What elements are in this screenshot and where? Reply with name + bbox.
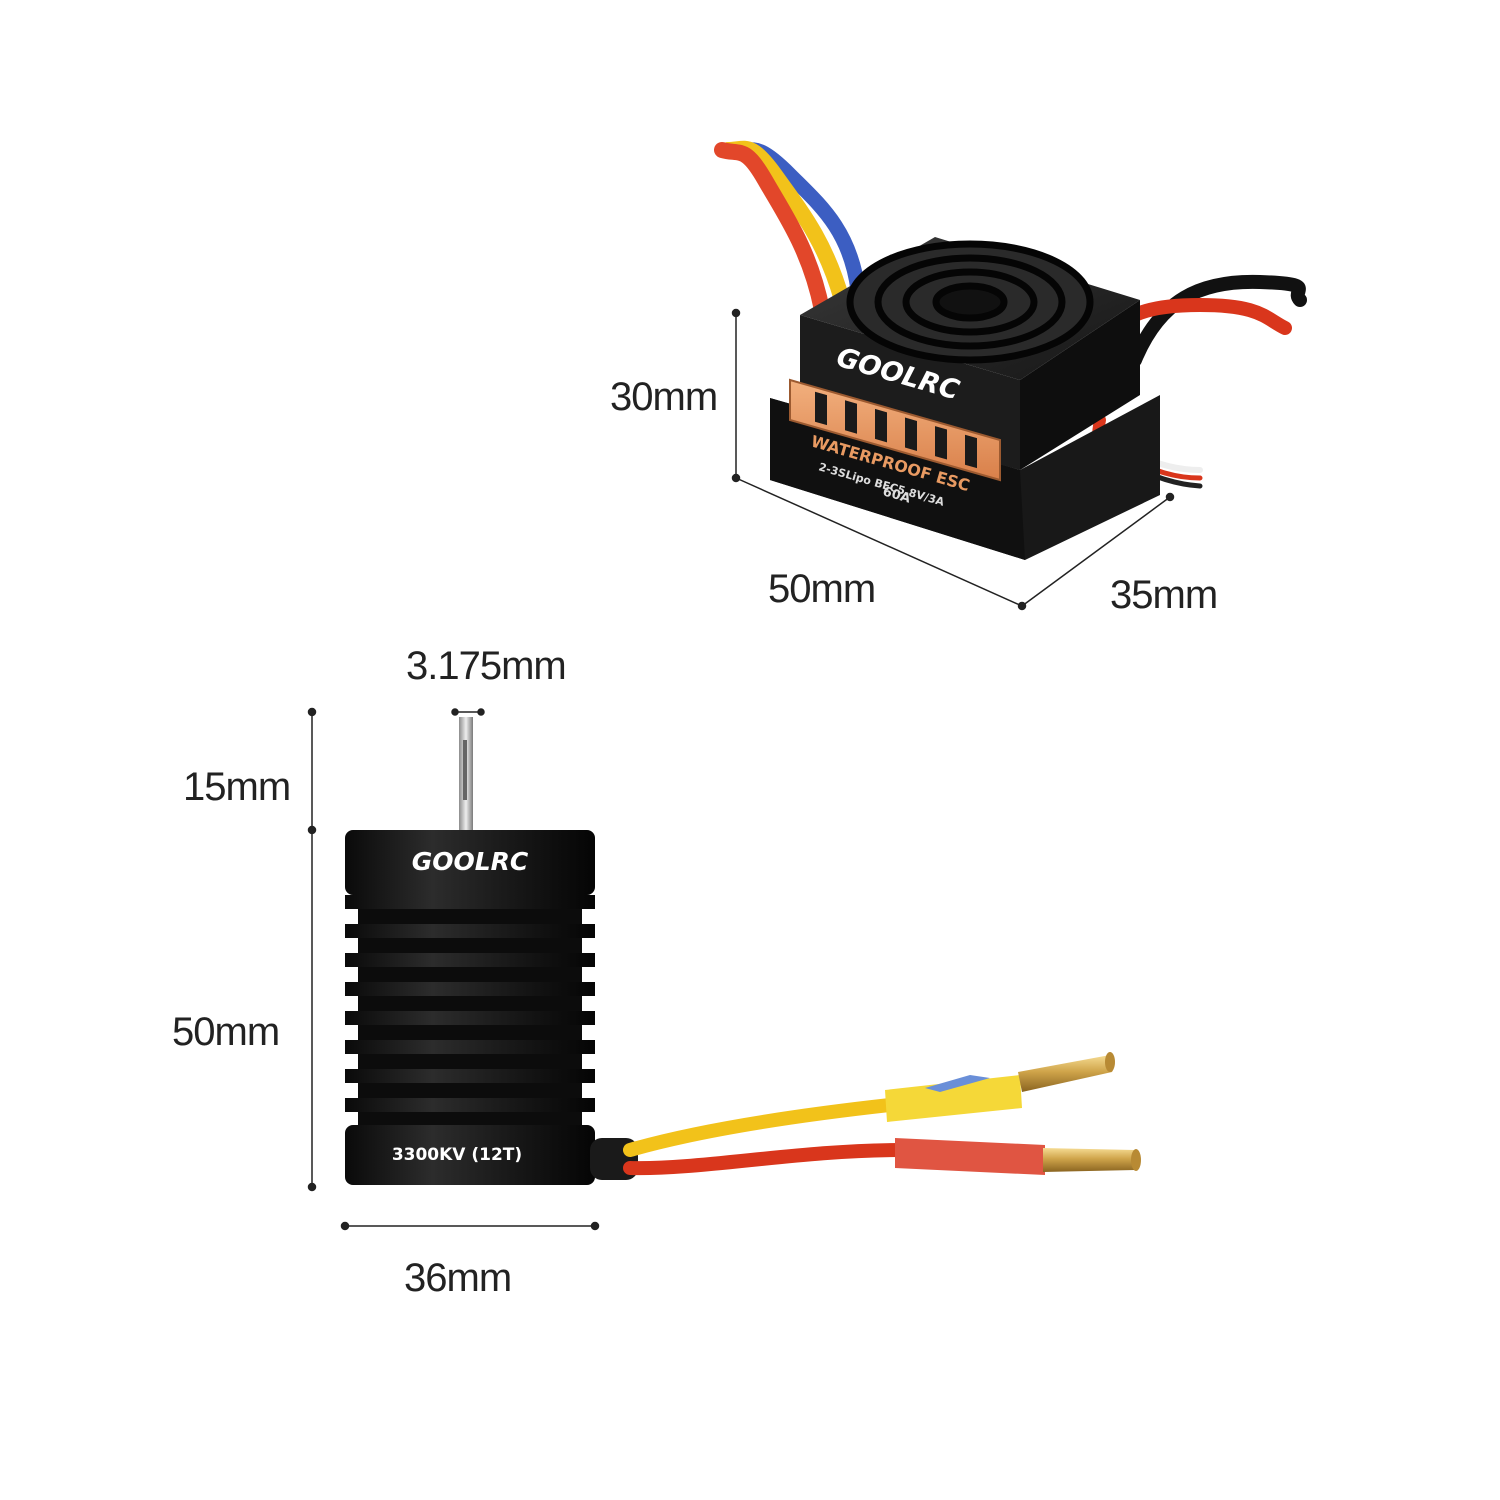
esc-unit: GOOLRC WATERPROOF ESC 2-3SLipo BEC5.8V/3…: [714, 140, 1307, 560]
yellow-sleeve: [885, 1075, 1022, 1122]
fan-icon: [846, 240, 1094, 364]
esc-length-label: 50mm: [768, 567, 876, 611]
motor-rating: 3300KV (12T): [392, 1145, 522, 1165]
motor-diameter-label: 36mm: [404, 1256, 512, 1300]
esc-height-label: 30mm: [610, 375, 718, 419]
shaft-length-label: 15mm: [183, 765, 291, 809]
esc-heatsink: [789, 378, 1001, 482]
red-sleeve: [895, 1138, 1045, 1175]
esc-width-label: 35mm: [1110, 573, 1218, 617]
esc-dimension-lines: [731, 308, 1175, 611]
motor-brand: GOOLRC: [412, 847, 529, 876]
motor-end-cap: [345, 830, 595, 895]
bullet-connector-red: [1043, 1148, 1141, 1172]
motor-unit: GOOLRC 3300KV (12T): [345, 717, 1141, 1185]
bullet-connector-yellow: [1018, 1052, 1115, 1092]
motor-wires: [623, 1098, 907, 1176]
shaft-diameter-label: 3.175mm: [406, 644, 567, 688]
esc-label-line3: 60A: [881, 484, 912, 506]
esc-motor-wires: [714, 140, 866, 318]
esc-side: [1020, 300, 1140, 470]
motor-dimension-lines: [307, 707, 600, 1231]
motor-length-label: 50mm: [172, 1010, 280, 1054]
esc-heatsink-slots: [815, 391, 977, 469]
motor-bottom-cap: [345, 1125, 595, 1185]
blue-band: [925, 1075, 990, 1092]
